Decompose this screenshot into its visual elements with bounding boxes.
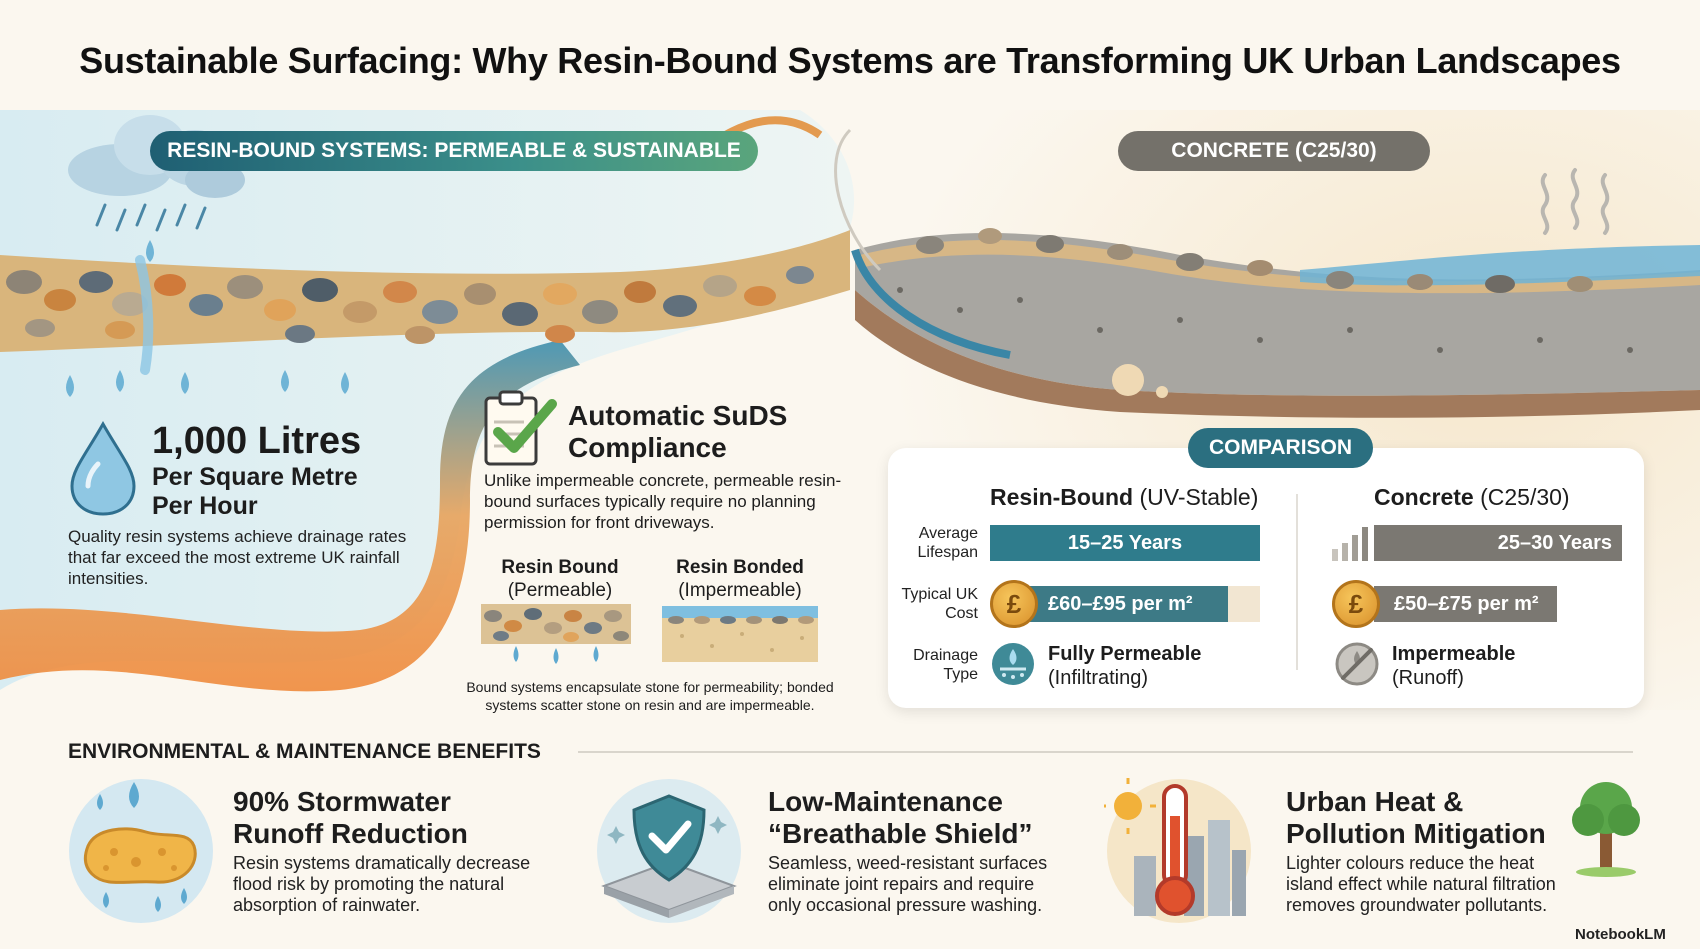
rising-bars-icon: [1332, 527, 1368, 561]
aggregate-stones: [6, 266, 814, 344]
benefit-runoff-description: Resin systems dramatically decrease floo…: [233, 853, 531, 915]
resin-bonded-swatch: [662, 606, 818, 662]
resin-drainage: Fully Permeable (Infiltrating): [1048, 642, 1201, 690]
sponge-icon: [69, 779, 213, 923]
tree-icon: [1572, 782, 1640, 877]
page-title: Sustainable Surfacing: Why Resin-Bound S…: [79, 40, 1621, 81]
drainage-unit-line2: Per Hour: [152, 492, 258, 520]
decor-dot-small: [1156, 386, 1168, 398]
divider-curve: [834, 128, 882, 272]
column-divider: [1296, 494, 1298, 670]
row-label-cost: Typical UK Cost: [901, 586, 978, 622]
concrete-slab: [855, 233, 1700, 396]
benefits-rule: [578, 751, 1633, 753]
resin-bound-label: Resin Bound (Permeable): [490, 556, 630, 602]
benefit-heat-description: Lighter colours reduce the heat island e…: [1286, 853, 1556, 915]
resin-column-subtitle: (UV-Stable): [1133, 484, 1259, 510]
concrete-drainage: Impermeable (Runoff): [1392, 642, 1515, 690]
bound-vs-bonded-note: Bound systems encapsulate stone for perm…: [466, 679, 834, 713]
concrete-cost-bar: £50–£75 per m²: [1374, 586, 1557, 622]
suds-title: Automatic SuDS Compliance: [568, 400, 788, 463]
benefit-heat-title: Urban Heat & Pollution Mitigation: [1286, 786, 1546, 849]
permeable-drain-icon: [992, 643, 1034, 685]
resin-column-title: Resin-Bound: [990, 484, 1134, 510]
concrete-drainage-title: Impermeable: [1392, 643, 1516, 665]
decor-dot: [1112, 364, 1144, 396]
teal-curve: [851, 248, 1011, 359]
brand-watermark: NotebookLM: [1575, 926, 1666, 943]
drainage-unit-line1: Per Square Metre: [152, 463, 358, 491]
clipboard-check-icon: [484, 390, 557, 466]
comparison-label: COMPARISON: [1188, 428, 1373, 468]
resin-drainage-sub: (Infiltrating): [1048, 667, 1149, 689]
drainage-description: Quality resin systems achieve drainage r…: [68, 527, 407, 588]
resin-cost-bar: £60–£95 per m²: [1030, 586, 1228, 622]
water-drop-icon: [70, 420, 136, 516]
steam-icon: [1540, 168, 1610, 235]
concrete-panel-label: CONCRETE (C25/30): [1118, 131, 1430, 171]
resin-bound-swatch: [481, 604, 631, 664]
aggregate-band: [0, 230, 850, 352]
concrete-drainage-sub: (Runoff): [1392, 667, 1464, 689]
pound-coin-icon: £: [990, 580, 1038, 628]
benefit-maintenance-title: Low-Maintenance “Breathable Shield”: [768, 786, 1033, 849]
resin-column-header: Resin-Bound (UV-Stable): [990, 484, 1258, 511]
resin-bonded-title: Resin Bonded: [676, 557, 804, 578]
concrete-lifespan-bar: 25–30 Years: [1374, 525, 1622, 561]
row-label-lifespan: Average Lifespan: [917, 525, 979, 561]
concrete-column-title: Concrete: [1374, 484, 1474, 510]
concrete-column-header: Concrete (C25/30): [1374, 484, 1570, 511]
drainage-value: 1,000 Litres: [152, 420, 362, 462]
suds-description: Unlike impermeable concrete, permeable r…: [484, 471, 842, 532]
benefit-maintenance-description: Seamless, weed-resistant surfaces elimin…: [768, 853, 1048, 915]
pound-coin-icon: £: [1332, 580, 1380, 628]
resin-bonded-label: Resin Bonded (Impermeable): [660, 556, 820, 602]
surface-water: [1300, 245, 1700, 286]
resin-bonded-sub: (Impermeable): [678, 580, 802, 601]
orange-swoosh: [0, 340, 580, 692]
shield-icon: [597, 779, 741, 923]
concrete-column-subtitle: (C25/30): [1473, 484, 1570, 510]
benefits-heading: ENVIRONMENTAL & MAINTENANCE BENEFITS: [68, 740, 541, 763]
resin-bound-title: Resin Bound: [501, 557, 619, 578]
resin-bound-sub: (Permeable): [507, 580, 613, 601]
concrete-sand-top: [860, 240, 1700, 294]
resin-drainage-title: Fully Permeable: [1048, 643, 1202, 665]
concrete-aggregates: [897, 228, 1633, 353]
impermeable-icon: [1335, 642, 1379, 686]
resin-backdrop: [0, 110, 855, 690]
soil-layer: [855, 290, 1700, 418]
thermometer-city-icon: [1104, 778, 1251, 923]
benefit-runoff-title: 90% Stormwater Runoff Reduction: [233, 786, 468, 849]
row-label-drainage: Drainage Type: [913, 647, 978, 683]
resin-lifespan-bar: 15–25 Years: [990, 525, 1260, 561]
resin-panel-label: RESIN-BOUND SYSTEMS: PERMEABLE & SUSTAIN…: [150, 131, 758, 171]
